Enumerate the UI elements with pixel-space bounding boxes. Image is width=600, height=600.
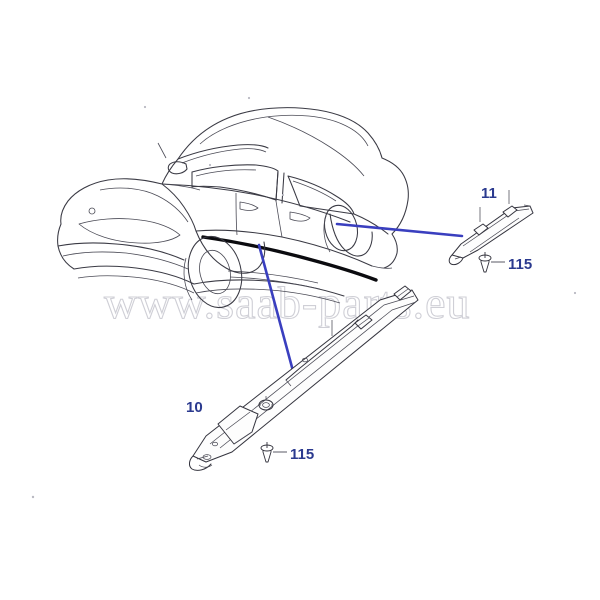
callout-label-115-lower[interactable]: 115 xyxy=(290,446,314,463)
callout-label-10[interactable]: 10 xyxy=(186,399,203,416)
part-11-assembly[interactable] xyxy=(448,190,534,266)
part-11-tab-1 xyxy=(473,223,489,236)
leader-line-to-part-11 xyxy=(335,222,464,238)
leader-line-to-part-10 xyxy=(257,243,295,373)
callout-label-11[interactable]: 11 xyxy=(481,185,497,202)
clip-115-lower-assembly[interactable] xyxy=(260,442,287,463)
callout-labels-layer: 10 11 115 115 xyxy=(186,185,532,463)
part-11-body xyxy=(451,205,534,259)
leader-lines-layer xyxy=(257,222,464,373)
part-10-assembly[interactable] xyxy=(189,285,419,471)
part-11-tab-2 xyxy=(502,205,518,218)
callout-label-115-upper[interactable]: 115 xyxy=(508,256,532,273)
clip-115-upper-assembly[interactable] xyxy=(478,252,505,273)
